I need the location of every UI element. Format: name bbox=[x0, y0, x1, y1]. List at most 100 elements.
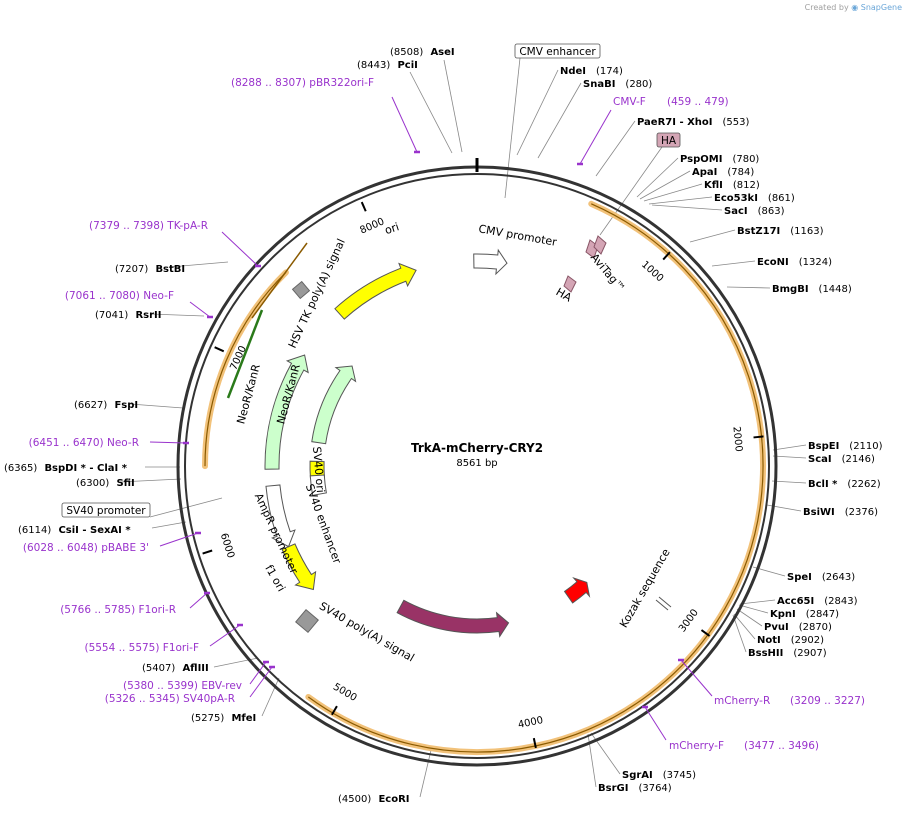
site-pos: (8443) bbox=[357, 60, 393, 71]
primer-line-4 bbox=[189, 301, 211, 318]
site-name: FspI bbox=[114, 400, 138, 411]
site-name: PspOMI bbox=[680, 154, 722, 165]
site-right-16: Acc65I(2843) bbox=[777, 596, 858, 607]
site-line-right-10 bbox=[726, 286, 771, 289]
neor-inner-track bbox=[226, 309, 264, 399]
site-line-right-9 bbox=[711, 260, 756, 267]
tick-1000 bbox=[662, 251, 671, 261]
site-line-right-3 bbox=[636, 157, 679, 198]
orf-arc-core-1 bbox=[204, 271, 287, 467]
site-pos: (7207) bbox=[115, 264, 151, 275]
site-name: Eco53kI bbox=[714, 193, 758, 204]
feature-label-2: HSV TK poly(A) signal bbox=[286, 237, 348, 350]
site-name: BssHII bbox=[748, 648, 783, 659]
site-pos: (1448) bbox=[819, 284, 852, 295]
site-name: AflIII bbox=[182, 663, 208, 674]
feature-label-1: CMV promoter bbox=[477, 222, 558, 249]
site-pos: (861) bbox=[768, 193, 795, 204]
site-pos: (5407) bbox=[142, 663, 178, 674]
site-right-5: KflI(812) bbox=[704, 180, 760, 191]
site-line-right-11 bbox=[772, 444, 807, 451]
sv40-promoter-box-text: SV40 promoter bbox=[66, 505, 146, 517]
sv40-polya-marker bbox=[295, 609, 319, 633]
hsv-tk-polya-marker bbox=[291, 280, 311, 300]
restriction-sites: (8508) AseI(8443) PciI(7207) BstBI(7041)… bbox=[4, 47, 883, 805]
site-pos: (2643) bbox=[822, 572, 855, 583]
ha-marker-2 bbox=[563, 275, 577, 293]
site-left-3: (7041) RsrII bbox=[95, 310, 161, 321]
primer-line-8 bbox=[209, 624, 241, 647]
site-line-left-0 bbox=[443, 59, 463, 153]
tick-6000 bbox=[202, 549, 213, 555]
tick-label-4000: 4000 bbox=[517, 715, 544, 731]
site-name: PvuI bbox=[764, 622, 789, 633]
site-line-right-17 bbox=[738, 604, 769, 614]
site-name: BstBI bbox=[155, 264, 185, 275]
site-right-3: PspOMI(780) bbox=[680, 154, 759, 165]
site-name: BsrGI bbox=[598, 783, 628, 794]
kozak-marker-a bbox=[655, 599, 669, 611]
site-line-right-1 bbox=[537, 82, 582, 159]
site-pos: (280) bbox=[625, 79, 652, 90]
site-name: NotI bbox=[757, 635, 781, 646]
site-right-20: BssHII(2907) bbox=[748, 648, 827, 659]
site-pos: (553) bbox=[723, 117, 750, 128]
cmv-enhancer-box-text: CMV enhancer bbox=[519, 46, 596, 58]
site-name: EcoRI bbox=[378, 794, 409, 805]
site-left-0: (8508) AseI bbox=[390, 47, 455, 58]
site-name: BclI * bbox=[808, 479, 838, 490]
primer-label-7: (5766 .. 5785) F1ori-R bbox=[60, 604, 176, 616]
feature-neor-kanr-1 bbox=[264, 354, 309, 470]
cmv-enhancer-box-frame bbox=[514, 43, 601, 59]
tick-3000 bbox=[700, 629, 711, 637]
site-line-right-18 bbox=[736, 608, 763, 627]
site-pos: (2843) bbox=[824, 596, 857, 607]
site-line-left-3 bbox=[149, 313, 205, 317]
site-name: RsrII bbox=[135, 310, 161, 321]
primer-line-1 bbox=[579, 109, 612, 165]
primer-label-5: (6451 .. 6470) Neo-R bbox=[29, 437, 139, 449]
site-line-right-8 bbox=[689, 229, 736, 243]
site-line-right-5 bbox=[643, 183, 703, 202]
ha-box-line bbox=[599, 146, 663, 236]
site-right-9: EcoNI(1324) bbox=[757, 257, 832, 268]
feature-label-13: AviTag™ bbox=[588, 251, 628, 295]
site-name: SgrAI bbox=[622, 770, 653, 781]
site-line-right-20 bbox=[732, 614, 747, 653]
site-right-10: BmgBI(1448) bbox=[772, 284, 852, 295]
site-right-2: PaeR7I - XhoI(553) bbox=[637, 117, 750, 128]
primer-label-14: (3477 .. 3496) bbox=[744, 740, 819, 752]
site-right-0: NdeI(174) bbox=[560, 66, 623, 77]
primer-line-13 bbox=[644, 706, 667, 741]
site-name: BstZ17I bbox=[737, 226, 780, 237]
site-right-14: BsiWI(2376) bbox=[803, 507, 878, 518]
site-name: BspDI * - ClaI * bbox=[44, 463, 127, 474]
site-line-left-7 bbox=[151, 521, 187, 529]
site-name: SnaBI bbox=[583, 79, 615, 90]
site-pos: (3764) bbox=[638, 783, 671, 794]
site-line-left-4 bbox=[129, 403, 184, 409]
created-by-text: Created by bbox=[804, 3, 849, 12]
primer-line-6 bbox=[159, 532, 199, 547]
ha-box-text: HA bbox=[661, 135, 677, 147]
site-pos: (2146) bbox=[842, 454, 875, 465]
site-line-left-9 bbox=[261, 677, 280, 717]
kozak-marker-b bbox=[658, 596, 672, 608]
site-line-right-4 bbox=[639, 170, 691, 200]
feature-label-10: CRY2PHR bbox=[419, 672, 471, 689]
site-left-6: (6300) SfiI bbox=[76, 478, 135, 489]
feature-cry2phr bbox=[396, 599, 510, 638]
site-pos: (6300) bbox=[76, 478, 112, 489]
site-pos: (6114) bbox=[18, 525, 54, 536]
site-pos: (8508) bbox=[390, 47, 426, 58]
annotation-lines bbox=[119, 57, 807, 798]
primer-label-6: (6028 .. 6048) pBABE 3' bbox=[23, 542, 149, 554]
site-right-18: PvuI(2870) bbox=[764, 622, 832, 633]
site-pos: (2110) bbox=[849, 441, 882, 452]
site-pos: (4500) bbox=[338, 794, 374, 805]
tick-label-2000: 2000 bbox=[730, 426, 744, 452]
site-pos: (1163) bbox=[790, 226, 823, 237]
site-line-right-2 bbox=[595, 120, 636, 177]
site-line-right-0 bbox=[516, 69, 559, 156]
